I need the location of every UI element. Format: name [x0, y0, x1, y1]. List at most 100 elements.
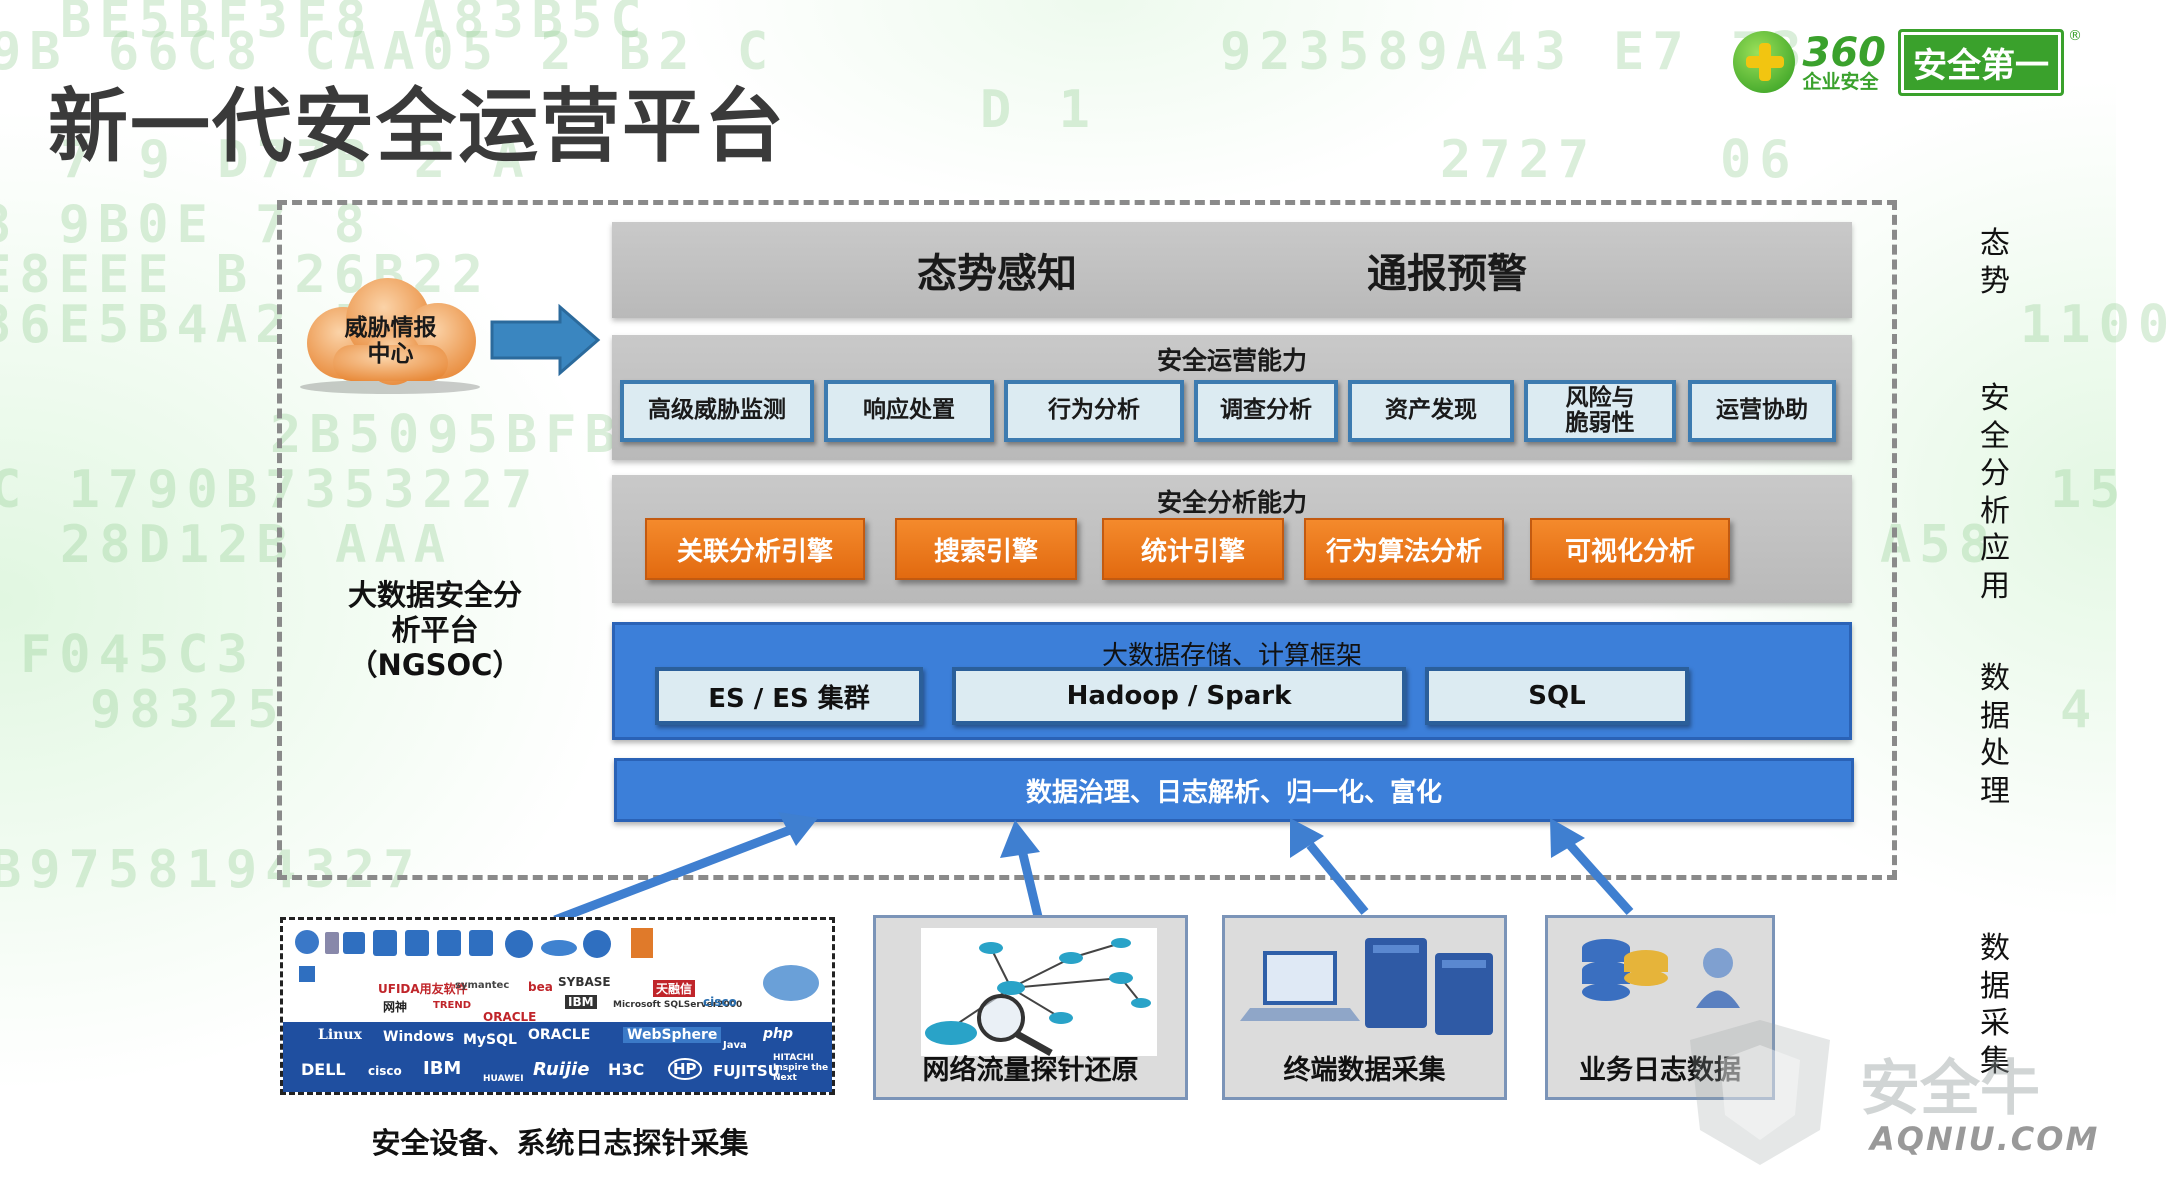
background-hex-text: 98325: [90, 680, 287, 740]
vendor-logo: MySQL: [463, 1032, 517, 1048]
platform-line3: （NGSOC）: [348, 647, 522, 682]
background-hex-text: 2727: [1440, 130, 1598, 190]
vendor-logo: ORACLE: [528, 1027, 591, 1043]
vendor-logo: Ruijie: [533, 1059, 590, 1080]
vendor-logo: IBM: [565, 995, 597, 1009]
side-label-situation: 态势: [1980, 226, 2010, 299]
vendor-logo: cisco: [703, 995, 737, 1009]
storage-hadoop-spark: Hadoop / Spark: [952, 667, 1406, 725]
vendor-logo: IBM: [423, 1058, 462, 1079]
vendor-logo: cisco: [368, 1064, 402, 1078]
vendor-logo: 天融信: [653, 980, 696, 997]
capability-investigation: 调查分析: [1194, 380, 1338, 442]
vendor-logo: HITACHI Inspire the Next: [773, 1053, 829, 1083]
side-label-security-analysis-app: 安全分析应用: [1980, 381, 2010, 604]
security-analysis-layer: 安全分析能力 关联分析引擎 搜索引擎 统计引擎 行为算法分析 可视化分析: [612, 475, 1852, 603]
endpoint-collection-label: 终端数据采集: [1283, 1055, 1446, 1086]
vendor-logo-panel: UFIDA用友软件 symantec 网神 TREND bea SYBASE I…: [280, 917, 835, 1095]
background-hex-text: 2B5095BFBC: [270, 405, 664, 465]
security-operations-layer: 安全运营能力 高级威胁监测 响应处置 行为分析 调查分析 资产发现 风险与脆弱性…: [612, 335, 1852, 460]
storage-sql: SQL: [1425, 667, 1689, 725]
ngsoc-platform-label: 大数据安全分 析平台 （NGSOC）: [330, 578, 540, 682]
capability-operations-assist: 运营协助: [1688, 380, 1836, 442]
business-log-label: 业务日志数据: [1579, 1055, 1741, 1086]
background-hex-text: B9758194327: [0, 840, 423, 900]
vendor-logo: HUAWEI: [483, 1074, 524, 1084]
cloud-icon: [300, 278, 480, 394]
background-hex-text: 8 9B0E 7 8: [0, 195, 374, 255]
platform-line1: 大数据安全分: [347, 578, 522, 612]
background-hex-text: A58: [1880, 515, 1998, 575]
capability-response: 响应处置: [824, 380, 994, 442]
alert-notification-label: 通报预警: [1367, 251, 1527, 297]
situation-layer: 态势感知 通报预警: [612, 222, 1852, 318]
network-probe-label: 网络流量探针还原: [922, 1055, 1139, 1086]
threat-intel-center: 威胁情报 中心: [293, 315, 488, 368]
capability-risk-vulnerability: 风险与脆弱性: [1524, 380, 1676, 442]
vendor-caption: 安全设备、系统日志探针采集: [371, 1126, 749, 1160]
network-probe-box: 网络流量探针还原: [873, 915, 1188, 1100]
business-log-box: 业务日志数据: [1545, 915, 1775, 1100]
background-hex-text: 06: [1720, 130, 1799, 190]
endpoint-collection-box: 终端数据采集: [1222, 915, 1507, 1100]
vendor-logo: 网神: [383, 1000, 408, 1014]
vendor-logo: php: [763, 1026, 794, 1042]
ngsoc-platform-frame: [277, 200, 1897, 880]
vendor-logo: H3C: [608, 1060, 645, 1079]
vendor-logo: Microsoft SQLServer2000: [613, 1000, 743, 1010]
vendor-logo: SYBASE: [558, 975, 611, 989]
capability-advanced-threat-monitoring: 高级威胁监测: [620, 380, 814, 442]
engine-search: 搜索引擎: [895, 518, 1077, 580]
threat-intel-line2: 中心: [367, 341, 414, 368]
background-hex-text: F045C3: [20, 625, 256, 685]
shield-watermark-icon: [1690, 1020, 1830, 1165]
capability-asset-discovery: 资产发现: [1348, 380, 1514, 442]
threat-intel-line1: 威胁情报: [344, 315, 437, 341]
registered-mark: ®: [2068, 28, 2082, 44]
background-hex-text: 7 9 D77B 2 A: [60, 130, 532, 190]
capability-behavior-analysis: 行为分析: [1004, 380, 1184, 442]
watermark-url: AQNIU.COM: [1870, 1120, 2100, 1158]
vendor-logo: WebSphere: [623, 1027, 722, 1043]
side-label-data-collection: 数据采集: [1980, 931, 2010, 1079]
page-title: 新一代安全运营平台: [48, 80, 786, 173]
engine-behavior-algorithm: 行为算法分析: [1304, 518, 1504, 580]
vendor-logo: UFIDA用友软件: [378, 982, 468, 996]
network-topology-icon: [921, 928, 1157, 1057]
engine-visualization: 可视化分析: [1530, 518, 1730, 580]
background-hex-text: 1100: [2020, 295, 2177, 355]
engine-statistics: 统计引擎: [1102, 518, 1284, 580]
vendor-logo: Java: [723, 1040, 747, 1051]
device-icons: [295, 928, 819, 1001]
background-hex-text: D 1: [980, 80, 1098, 140]
vendor-logo: Windows: [383, 1029, 455, 1045]
background-hex-text: 923589A43 E7 73: [1220, 22, 1810, 82]
platform-line2: 析平台: [391, 612, 479, 647]
plus-logo-icon: [1732, 31, 1795, 93]
vendor-logo: ORACLE: [483, 1010, 537, 1024]
side-label-data-processing: 数据处理: [1980, 661, 2010, 809]
endpoint-computer-icon: [1240, 938, 1493, 1035]
storage-layer-title: 大数据存储、计算框架: [1101, 641, 1362, 671]
background-hex-text: BE5BF3F8 A83B5C: [60, 0, 650, 50]
watermark-text: 安全牛: [1860, 1054, 2040, 1124]
background-hex-text: 28D12B AAA: [60, 515, 454, 575]
operations-layer-title: 安全运营能力: [1156, 346, 1307, 375]
storage-es-cluster: ES / ES 集群: [655, 667, 923, 725]
background-hex-text: C 1790B7353227: [0, 460, 541, 520]
analysis-layer-title: 安全分析能力: [1156, 488, 1307, 517]
logo-badge: 安全第一: [1898, 28, 2064, 96]
logo-wordmark: 360 企业安全: [1803, 33, 1887, 92]
vendor-logo: TREND: [433, 1000, 472, 1011]
data-governance-layer: 数据治理、日志解析、归一化、富化: [614, 758, 1854, 822]
engine-correlation: 关联分析引擎: [645, 518, 865, 580]
vendor-logo: DELL: [301, 1060, 346, 1079]
database-user-icon: [1582, 939, 1740, 1008]
vendor-logo: Linux: [318, 1027, 362, 1043]
vendor-logo: symantec: [455, 980, 510, 991]
big-data-storage-layer: 大数据存储、计算框架 ES / ES 集群 Hadoop / Spark SQL: [612, 622, 1852, 740]
vendor-logo-strip: Linux Windows MySQL ORACLE WebSphere Jav…: [283, 1022, 832, 1092]
vendor-logo: bea: [528, 980, 553, 994]
vendor-logo: FUJITSU: [713, 1062, 780, 1080]
situation-awareness-label: 态势感知: [917, 251, 1077, 297]
